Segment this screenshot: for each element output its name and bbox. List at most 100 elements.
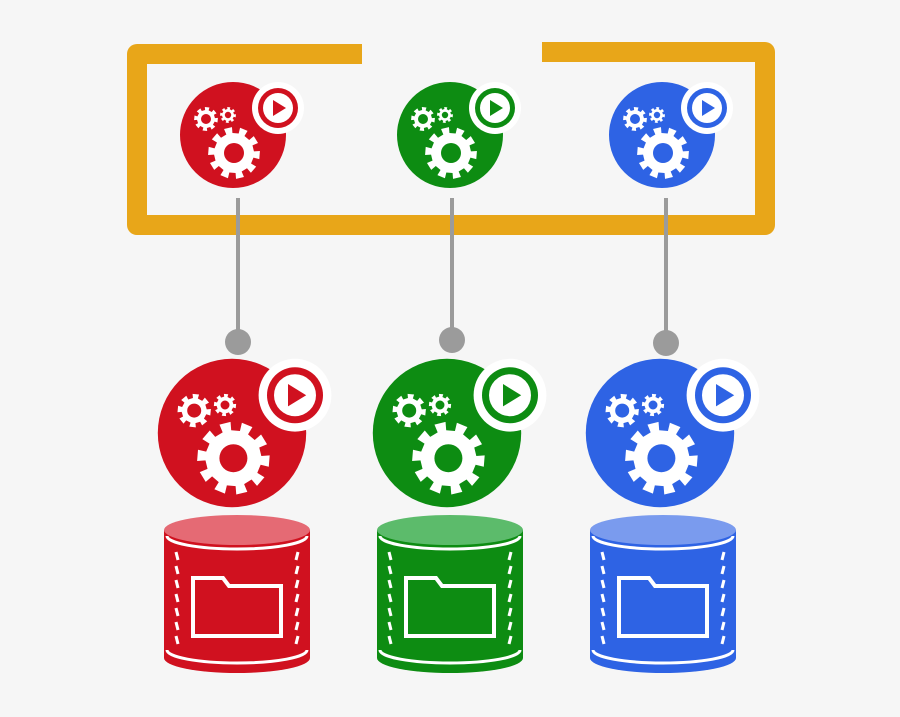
database-seam bbox=[591, 535, 735, 551]
play-triangle bbox=[273, 100, 286, 116]
tiny-gear-icon bbox=[649, 107, 665, 123]
database-side-mark bbox=[600, 607, 606, 617]
small-gear-icon bbox=[623, 107, 647, 131]
large-gear-icon bbox=[425, 127, 477, 179]
database-side-mark bbox=[507, 635, 513, 645]
large-gear-icon bbox=[412, 421, 485, 495]
database-seam bbox=[165, 649, 309, 665]
database-side-mark bbox=[600, 551, 606, 561]
tiny-gear-icon bbox=[641, 393, 665, 417]
database-side-mark bbox=[600, 579, 606, 589]
tiny-gear-icon bbox=[437, 107, 453, 123]
play-triangle bbox=[503, 384, 522, 407]
database-side-mark bbox=[600, 635, 606, 645]
database-side-mark bbox=[387, 607, 393, 617]
play-triangle bbox=[716, 384, 735, 407]
database-side-mark bbox=[507, 565, 513, 575]
database-side-mark bbox=[174, 551, 180, 561]
play-icon bbox=[258, 358, 332, 432]
folder-icon bbox=[191, 576, 283, 638]
database-side-mark bbox=[507, 551, 513, 561]
tiny-gear-icon bbox=[220, 107, 236, 123]
top-service-blue[interactable] bbox=[609, 82, 733, 188]
large-gear-icon bbox=[208, 127, 260, 179]
tiny-gear-icon bbox=[213, 393, 237, 417]
small-gear-icon bbox=[605, 393, 639, 428]
small-gear-icon bbox=[177, 393, 211, 428]
database-body bbox=[590, 530, 736, 673]
database-side-mark bbox=[294, 621, 300, 631]
database-body bbox=[377, 530, 523, 673]
play-icon bbox=[473, 358, 547, 432]
database-side-mark bbox=[600, 593, 606, 603]
database-side-mark bbox=[720, 579, 726, 589]
small-gear-icon bbox=[194, 107, 218, 131]
database-side-mark bbox=[387, 579, 393, 589]
play-icon bbox=[469, 82, 521, 134]
database-side-mark bbox=[387, 593, 393, 603]
database-side-mark bbox=[174, 607, 180, 617]
database-side-mark bbox=[387, 635, 393, 645]
large-gear-icon bbox=[637, 127, 689, 179]
database-side-mark bbox=[294, 565, 300, 575]
database-top bbox=[377, 515, 523, 545]
database-green[interactable] bbox=[377, 515, 523, 673]
database-top bbox=[590, 515, 736, 545]
column-green bbox=[439, 198, 465, 353]
database-side-mark bbox=[387, 565, 393, 575]
column-blue bbox=[653, 198, 679, 356]
database-seam bbox=[165, 535, 309, 551]
connector-red bbox=[225, 198, 251, 355]
play-icon bbox=[252, 82, 304, 134]
large-gear-icon bbox=[625, 421, 698, 495]
database-seam bbox=[378, 535, 522, 551]
database-side-mark bbox=[600, 565, 606, 575]
large-gear-icon bbox=[197, 421, 270, 495]
database-side-mark bbox=[294, 579, 300, 589]
database-side-mark bbox=[507, 579, 513, 589]
database-side-mark bbox=[387, 621, 393, 631]
database-side-mark bbox=[294, 607, 300, 617]
tiny-gear-icon bbox=[428, 393, 452, 417]
play-triangle bbox=[490, 100, 503, 116]
play-triangle bbox=[288, 384, 307, 407]
database-side-mark bbox=[720, 607, 726, 617]
database-body bbox=[164, 530, 310, 673]
small-gear-icon bbox=[411, 107, 435, 131]
database-side-mark bbox=[174, 621, 180, 631]
bottom-service-red[interactable] bbox=[157, 358, 332, 508]
bottom-service-green[interactable] bbox=[372, 358, 547, 508]
top-service-red[interactable] bbox=[180, 82, 304, 188]
bottom-service-blue[interactable] bbox=[585, 358, 760, 508]
database-side-mark bbox=[174, 635, 180, 645]
database-side-mark bbox=[507, 621, 513, 631]
database-seam bbox=[378, 649, 522, 665]
database-side-mark bbox=[720, 565, 726, 575]
play-icon bbox=[686, 358, 760, 432]
database-side-mark bbox=[507, 607, 513, 617]
column-red bbox=[225, 198, 251, 355]
connector-dot bbox=[225, 329, 251, 355]
database-red[interactable] bbox=[164, 515, 310, 673]
database-side-mark bbox=[294, 635, 300, 645]
database-side-mark bbox=[720, 621, 726, 631]
database-side-mark bbox=[720, 551, 726, 561]
database-side-mark bbox=[174, 565, 180, 575]
database-side-mark bbox=[294, 593, 300, 603]
database-side-mark bbox=[507, 593, 513, 603]
top-service-green[interactable] bbox=[397, 82, 521, 188]
database-side-mark bbox=[387, 551, 393, 561]
play-icon bbox=[681, 82, 733, 134]
connector-blue bbox=[653, 198, 679, 356]
database-side-mark bbox=[720, 635, 726, 645]
database-top bbox=[164, 515, 310, 545]
folder-icon bbox=[404, 576, 496, 638]
database-seam bbox=[591, 649, 735, 665]
database-side-mark bbox=[294, 551, 300, 561]
database-side-mark bbox=[720, 593, 726, 603]
connector-dot bbox=[653, 330, 679, 356]
database-blue[interactable] bbox=[590, 515, 736, 673]
database-side-mark bbox=[174, 593, 180, 603]
